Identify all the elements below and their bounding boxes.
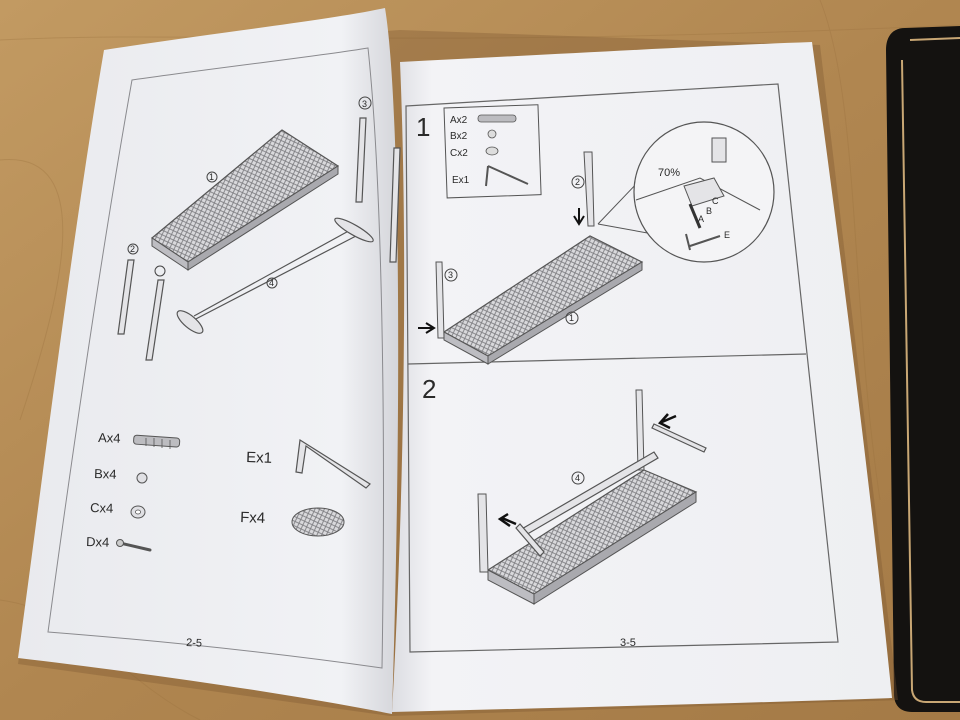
detail-letter-b: B: [706, 206, 712, 216]
step-2-legs: [477, 389, 645, 573]
step1-washer-b-icon: [487, 129, 497, 139]
detail-letter-c: C: [712, 196, 719, 206]
part-label-e: Ex1: [246, 449, 272, 467]
base-illustration: [176, 217, 374, 334]
callout-4: 4: [269, 278, 274, 288]
detail-magnifier: [597, 121, 775, 263]
allen-key-e-icon: [295, 438, 371, 489]
step1-callout-3: 3: [448, 270, 453, 280]
callout-1: 1: [209, 172, 214, 182]
step1-part-cx2: Cx2: [450, 148, 468, 159]
washer-c-icon: [130, 505, 146, 519]
detail-letter-e: E: [724, 230, 730, 240]
part-label-d: Dx4: [86, 534, 110, 550]
arrow-icon: [657, 413, 677, 430]
leg-illustrations: [117, 117, 401, 361]
step-1-callouts: [444, 175, 585, 325]
arrow-icon: [573, 208, 585, 226]
detail-letter-a: A: [698, 214, 704, 224]
step1-callout-1: 1: [569, 313, 574, 323]
step-1-leg-front: [435, 261, 445, 339]
left-page-frame: [47, 47, 384, 669]
step-1-tray: [442, 235, 644, 365]
part-label-f: Fx4: [240, 509, 266, 527]
step1-screw-icon: [477, 114, 517, 123]
washer-b-icon: [136, 472, 148, 484]
screw-d-icon: [116, 539, 152, 552]
step-2-crossbar: [515, 423, 707, 557]
right-page-frame: [405, 83, 839, 653]
callout-3: 3: [362, 99, 367, 109]
left-page-number: 2-5: [186, 637, 202, 650]
foot-pad-f-icon: [291, 507, 345, 537]
step-1-parts-box: [443, 104, 542, 199]
step1-allen-key-icon: [485, 165, 529, 187]
part-label-a: Ax4: [98, 430, 121, 446]
step1-part-ax2: Ax2: [450, 115, 468, 126]
arrow-icon: [497, 512, 517, 528]
step-divider: [407, 353, 807, 365]
right-page: [392, 42, 892, 712]
arrow-icon: [418, 322, 436, 334]
step-1-leg-back: [583, 151, 595, 227]
step2-callout-ring: [571, 471, 585, 485]
detail-percent-label: 70%: [658, 167, 680, 179]
step-1-number: 1: [416, 112, 430, 142]
part-label-c: Cx4: [90, 500, 114, 516]
tray-illustration: [150, 129, 340, 271]
step1-part-ex1: Ex1: [452, 175, 470, 186]
step1-washer-c-icon: [485, 146, 499, 156]
step2-callout-4: 4: [575, 473, 580, 483]
step-2-tray: [486, 469, 698, 605]
exploded-callouts: [127, 96, 372, 289]
screw-a-icon: [133, 434, 181, 449]
step1-part-bx2: Bx2: [450, 131, 468, 142]
step1-callout-2: 2: [575, 177, 580, 187]
tablet-device: [886, 26, 960, 712]
part-label-b: Bx4: [94, 466, 117, 482]
callout-2: 2: [130, 244, 135, 254]
right-page-number: 3-5: [620, 637, 636, 649]
step-2-number: 2: [422, 374, 436, 404]
